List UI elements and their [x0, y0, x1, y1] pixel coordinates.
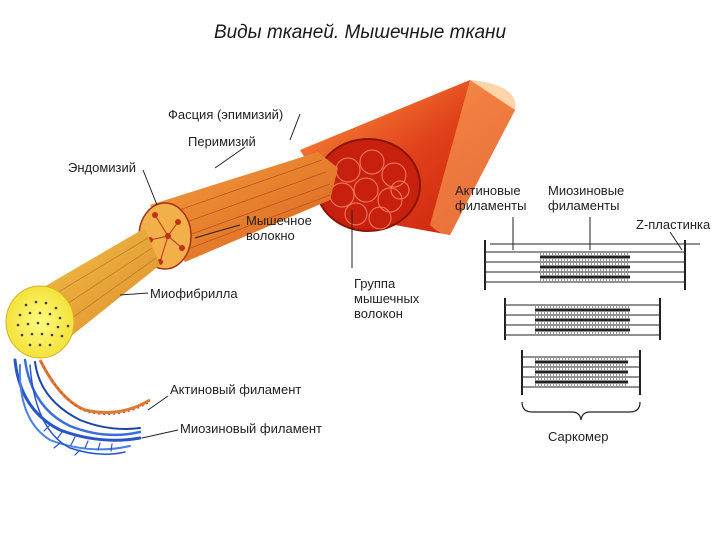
- label-myosin-filament: Миозиновый филамент: [180, 421, 323, 436]
- sarcomere-brace: [521, 401, 641, 421]
- label-fascia: Фасция (эпимизий): [168, 107, 284, 122]
- label-muscle-fiber: Мышечное волокно: [246, 213, 312, 243]
- sarcomere-block-2: [504, 298, 661, 340]
- label-fiber-group: Группа мышечных волокон: [354, 276, 420, 321]
- myofibril-cross-section: [5, 285, 75, 359]
- label-myosin-filaments: Миозиновые филаменты: [548, 183, 625, 213]
- sarcomere-schematic: [484, 217, 700, 421]
- muscle-bundle: [300, 80, 516, 235]
- sarcomere-block-1: [484, 240, 686, 290]
- myosin-filament-strand: [13, 358, 142, 456]
- label-sarcomere: Саркомер: [548, 429, 609, 444]
- slide-title: Виды тканей. Мышечные ткани: [213, 22, 507, 43]
- actin-filament-strand: [38, 359, 151, 415]
- label-endomysium: Эндомизий: [68, 160, 137, 175]
- label-z-disc: Z-пластинка: [636, 217, 711, 232]
- label-myofibril: Миофибрилла: [150, 286, 238, 301]
- myofibril: [5, 228, 160, 359]
- sarcomere-block-3: [521, 350, 641, 395]
- label-perimysium: Перимизий: [188, 134, 256, 149]
- label-actin-filament: Актиновый филамент: [170, 382, 302, 397]
- label-actin-filaments: Актиновые филаменты: [455, 183, 527, 213]
- muscle-fiber: [138, 152, 338, 270]
- leader-lines: [119, 113, 353, 439]
